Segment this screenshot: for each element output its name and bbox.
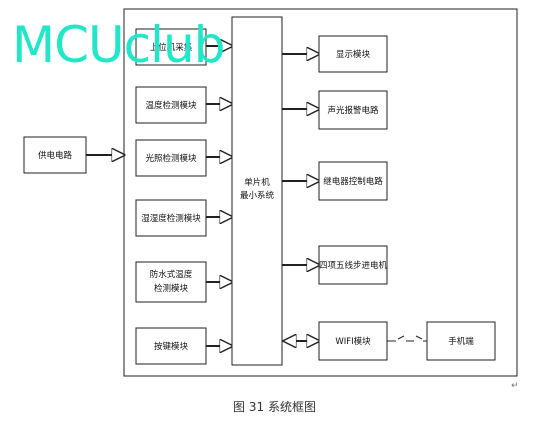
module-keys xyxy=(135,327,207,365)
svg-text:继电器控制电路: 继电器控制电路 xyxy=(323,176,383,187)
left-arrows xyxy=(206,46,232,346)
module-temp xyxy=(135,86,207,124)
svg-text:最小系统: 最小系统 xyxy=(240,190,275,201)
mcu-block: 单片机 最小系统 xyxy=(231,16,283,366)
power-block: 供电电路 xyxy=(23,136,87,174)
svg-text:光照检测模块: 光照检测模块 xyxy=(145,153,197,164)
module-wifi xyxy=(318,321,388,361)
module-waterproof-temp xyxy=(135,261,207,303)
left-modules: 上位机采集 温度检测模块 光照检测模块 湿湿度检测模块 防水式温度 检测模块 按… xyxy=(135,28,207,365)
module-relay xyxy=(318,161,388,201)
svg-text:检测模块: 检测模块 xyxy=(154,283,189,294)
figure-caption: 图 31 系统框图 xyxy=(233,400,316,414)
phone-block: 手机端 xyxy=(426,321,496,361)
svg-text:湿湿度检测模块: 湿湿度检测模块 xyxy=(141,213,201,224)
power-label: 供电电路 xyxy=(38,150,73,161)
svg-text:声光报警电路: 声光报警电路 xyxy=(327,105,379,116)
svg-text:防水式温度: 防水式温度 xyxy=(150,269,193,280)
svg-text:四项五线步进电机: 四项五线步进电机 xyxy=(319,260,388,271)
svg-text:温度检测模块: 温度检测模块 xyxy=(145,100,197,111)
right-modules: 显示模块 声光报警电路 继电器控制电路 四项五线步进电机 WIFI模块 xyxy=(318,35,388,361)
svg-text:WIFI模块: WIFI模块 xyxy=(335,336,371,347)
svg-text:单片机: 单片机 xyxy=(244,177,270,188)
svg-text:上位机采集: 上位机采集 xyxy=(150,42,193,53)
return-mark: ↵ xyxy=(511,381,519,391)
wireless-link xyxy=(387,335,427,342)
svg-text:手机端: 手机端 xyxy=(448,336,474,347)
module-alarm xyxy=(318,90,388,130)
module-display xyxy=(318,35,388,73)
module-stepper xyxy=(318,245,388,285)
module-light xyxy=(135,139,207,177)
right-arrows xyxy=(282,54,319,341)
module-host xyxy=(135,28,207,66)
svg-text:显示模块: 显示模块 xyxy=(336,49,371,60)
watermark-logo: MCUclub xyxy=(12,16,225,74)
svg-text:按键模块: 按键模块 xyxy=(154,341,189,352)
outer-frame xyxy=(123,8,518,377)
